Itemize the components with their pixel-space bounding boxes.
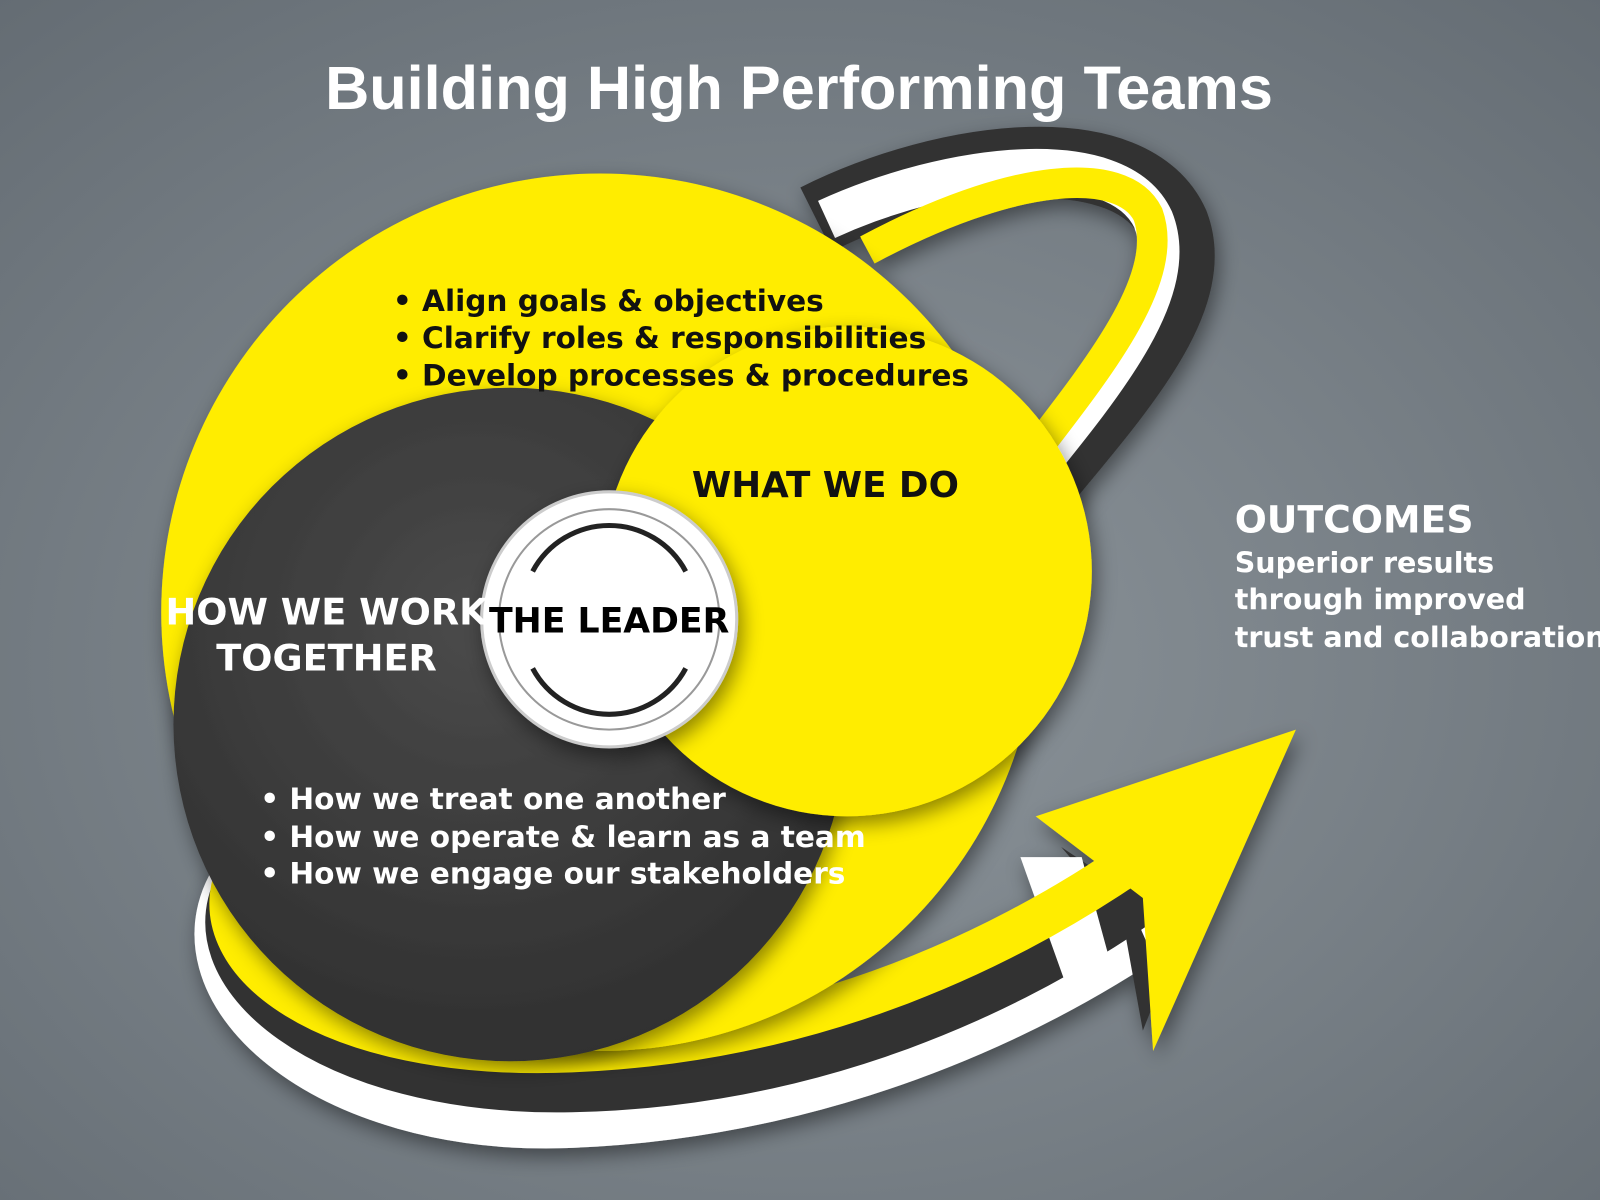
what-we-do-bullet: • Align goals & objectives [393, 284, 824, 318]
what-we-do-heading: WHAT WE DO [692, 465, 959, 506]
leader-badge [480, 490, 739, 749]
outcomes-heading: OUTCOMES [1235, 498, 1474, 542]
what-we-do-bullet: • Develop processes & procedures [393, 359, 969, 393]
how-we-work-bullet: • How we engage our stakeholders [260, 857, 845, 891]
outcomes-line: Superior results [1235, 545, 1495, 579]
outcomes-line: through improved [1235, 582, 1526, 616]
outcomes-line: trust and collaboration [1235, 620, 1600, 654]
how-we-work-bullet: • How we treat one another [260, 782, 726, 816]
how-we-work-heading: HOW WE WORK [166, 590, 490, 633]
yellow-lobe [602, 326, 1092, 817]
leader-label: THE LEADER [489, 602, 730, 642]
page-title: Building High Performing Teams [325, 54, 1273, 122]
top-loop-band [800, 126, 1215, 533]
what-we-do-bullet: • Clarify roles & responsibilities [393, 321, 926, 355]
how-we-work-heading: TOGETHER [216, 636, 437, 679]
how-we-work-bullet: • How we operate & learn as a team [260, 820, 865, 854]
arrow-head [1035, 729, 1296, 1052]
